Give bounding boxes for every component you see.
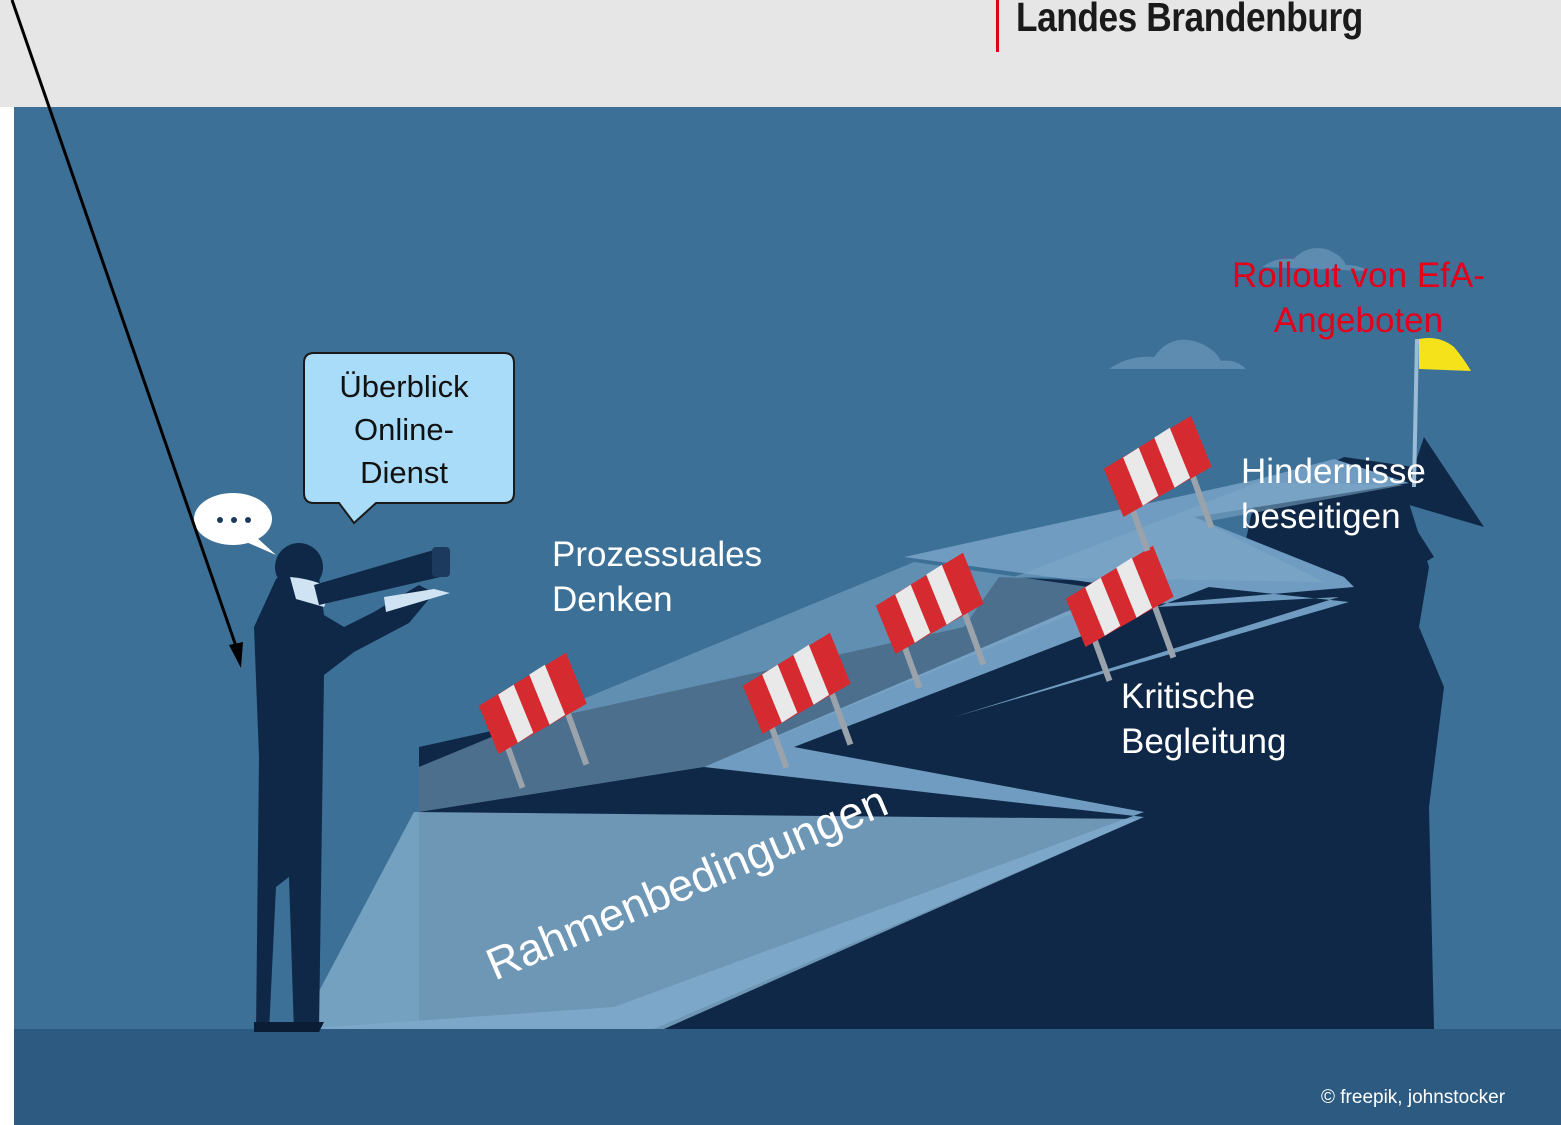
speech-bubble-line: Online-: [354, 412, 454, 447]
label-line: beseitigen: [1241, 497, 1401, 536]
barrier-icon: [478, 652, 590, 789]
speech-bubble: [303, 352, 515, 525]
brand-title: Landes Brandenburg: [1016, 0, 1363, 40]
label-kritische-begleitung: Kritische Begleitung: [1121, 674, 1286, 764]
label-line: Rollout von EfA-: [1232, 256, 1485, 295]
ground: [14, 1029, 1561, 1125]
label-line: Begleitung: [1121, 722, 1287, 761]
scene-graphic: [14, 248, 1561, 1125]
cloud-icon: [1109, 248, 1368, 369]
label-line: Prozessuales: [552, 535, 763, 574]
barrier-icon: [1065, 545, 1177, 682]
ellipsis-speech-icon: [194, 493, 276, 555]
label-prozessuales-denken: Prozessuales Denken: [552, 532, 762, 622]
speech-bubble-text: Überblick Online- Dienst: [292, 365, 516, 494]
label-line: Hindernisse: [1241, 452, 1426, 491]
label-hindernisse-beseitigen: Hindernisse beseitigen: [1241, 449, 1426, 539]
label-line: Denken: [552, 580, 673, 619]
header-bar: Landes Brandenburg: [0, 0, 1561, 107]
image-credit: © freepik, johnstocker: [1321, 1087, 1506, 1108]
barrier-icon: [1103, 415, 1215, 552]
speech-bubble-line: Überblick: [339, 369, 469, 404]
brand-accent-bar: [996, 0, 999, 52]
flag-icon: [1412, 338, 1471, 488]
label-line: Angeboten: [1273, 301, 1444, 340]
label-line: Kritische: [1121, 677, 1256, 716]
barrier-icon: [742, 632, 854, 769]
barrier-icon: [875, 552, 987, 689]
person-telescope-icon: [254, 543, 450, 1032]
illustration-scene: Überblick Online- Dienst Prozessuales De…: [14, 107, 1561, 1125]
speech-bubble-line: Dienst: [360, 455, 448, 490]
label-goal: Rollout von EfA- Angeboten: [1232, 253, 1485, 343]
